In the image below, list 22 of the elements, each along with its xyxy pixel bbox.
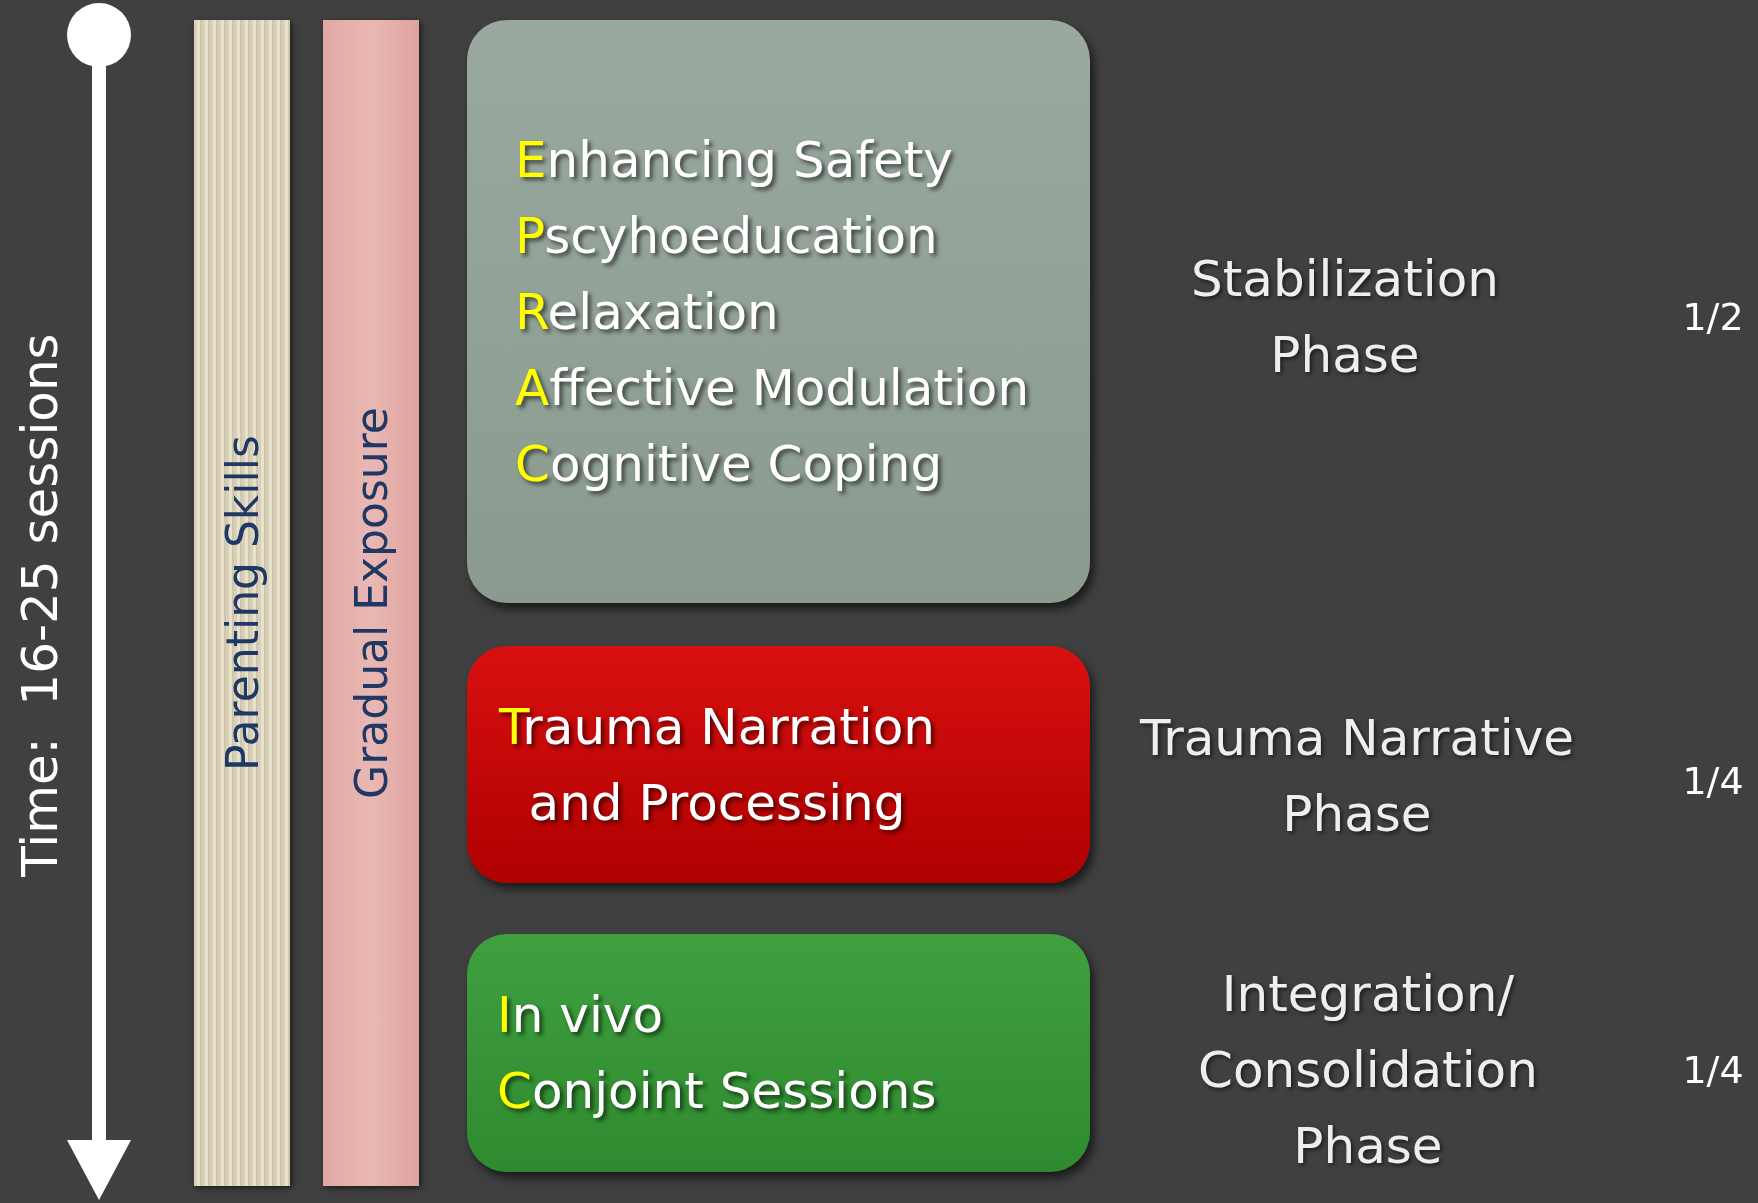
phase-label: Trauma Narrative Phase xyxy=(1138,708,1576,845)
phase-label: Stabilization Phase xyxy=(1189,249,1501,386)
bar-label: Gradual Exposure xyxy=(345,407,397,799)
list-item: Relaxation xyxy=(515,281,780,343)
parenting-skills-bar xyxy=(194,20,290,1186)
integration-box xyxy=(467,934,1090,1172)
proportion-label: 1/4 xyxy=(1682,759,1744,803)
list-item: Trauma Narration and Processing xyxy=(498,696,936,834)
proportion-label: 1/2 xyxy=(1682,295,1744,339)
time-label: Time: 16-25 sessions xyxy=(11,333,69,877)
proportion-label: 1/4 xyxy=(1682,1048,1744,1092)
gradual-exposure-bar xyxy=(323,20,419,1186)
list-item: Affective Modulation xyxy=(515,357,1031,419)
list-item: In vivo xyxy=(497,985,664,1046)
trauma-narration-box xyxy=(467,646,1090,883)
list-item: Pscyhoeducation xyxy=(515,205,939,267)
stabilization-box xyxy=(467,20,1090,603)
bar-label: Parenting Skills xyxy=(216,435,268,771)
list-item: Enhancing Safety xyxy=(515,129,954,191)
phase-label: Integration/ Consolidation Phase xyxy=(1197,964,1539,1177)
list-item: Cognitive Coping xyxy=(515,433,944,495)
list-item: Conjoint Sessions xyxy=(497,1061,938,1122)
